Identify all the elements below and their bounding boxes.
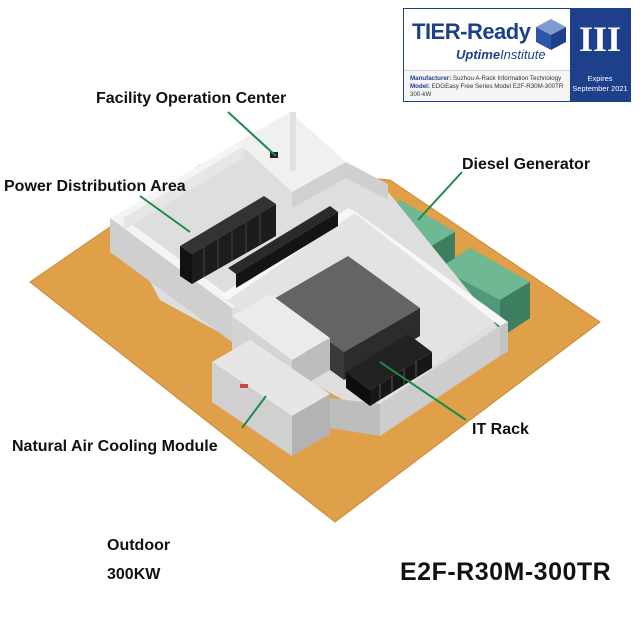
label-power-distribution-area: Power Distribution Area: [4, 178, 186, 195]
manufacturer-value: Suzhou A-Rack Information Technology: [453, 75, 562, 82]
leader-lines: [139, 111, 467, 429]
capacity-text: 300KW: [107, 566, 161, 583]
expires-label: Expires: [587, 74, 613, 83]
expires-date: September 2021: [572, 84, 628, 93]
power-distribution-racks: [180, 196, 338, 288]
model-label: Model:: [410, 83, 430, 90]
model-value: EDGEasy Free Series Model E2F-R30M-300TR…: [410, 83, 564, 98]
label-it-rack: IT Rack: [472, 421, 529, 438]
model-code: E2F-R30M-300TR: [400, 558, 612, 586]
natural-air-cooling-module: [212, 294, 330, 456]
tier-ready-badge: TIER-Ready UptimeInstitute III Manufactu…: [403, 8, 631, 102]
cube-logo-icon: [536, 19, 566, 50]
institute-prefix: Uptime: [456, 47, 501, 62]
label-facility-operation-center: Facility Operation Center: [96, 90, 287, 107]
tier-level: III: [570, 9, 630, 70]
expires-box: Expires September 2021: [570, 70, 630, 101]
label-natural-air-cooling-module: Natural Air Cooling Module: [12, 438, 218, 455]
building-walls: [110, 112, 508, 436]
manufacturer-label: Manufacturer:: [410, 75, 452, 82]
institute-suffix: Institute: [500, 47, 546, 62]
tier-ready-title: TIER-Ready: [412, 19, 531, 44]
badge-info: Manufacturer: Suzhou A-Rack Information …: [404, 70, 570, 101]
location-text: Outdoor: [107, 537, 171, 554]
label-diesel-generator: Diesel Generator: [462, 156, 591, 173]
uptime-institute-logo: UptimeInstitute: [456, 47, 546, 62]
